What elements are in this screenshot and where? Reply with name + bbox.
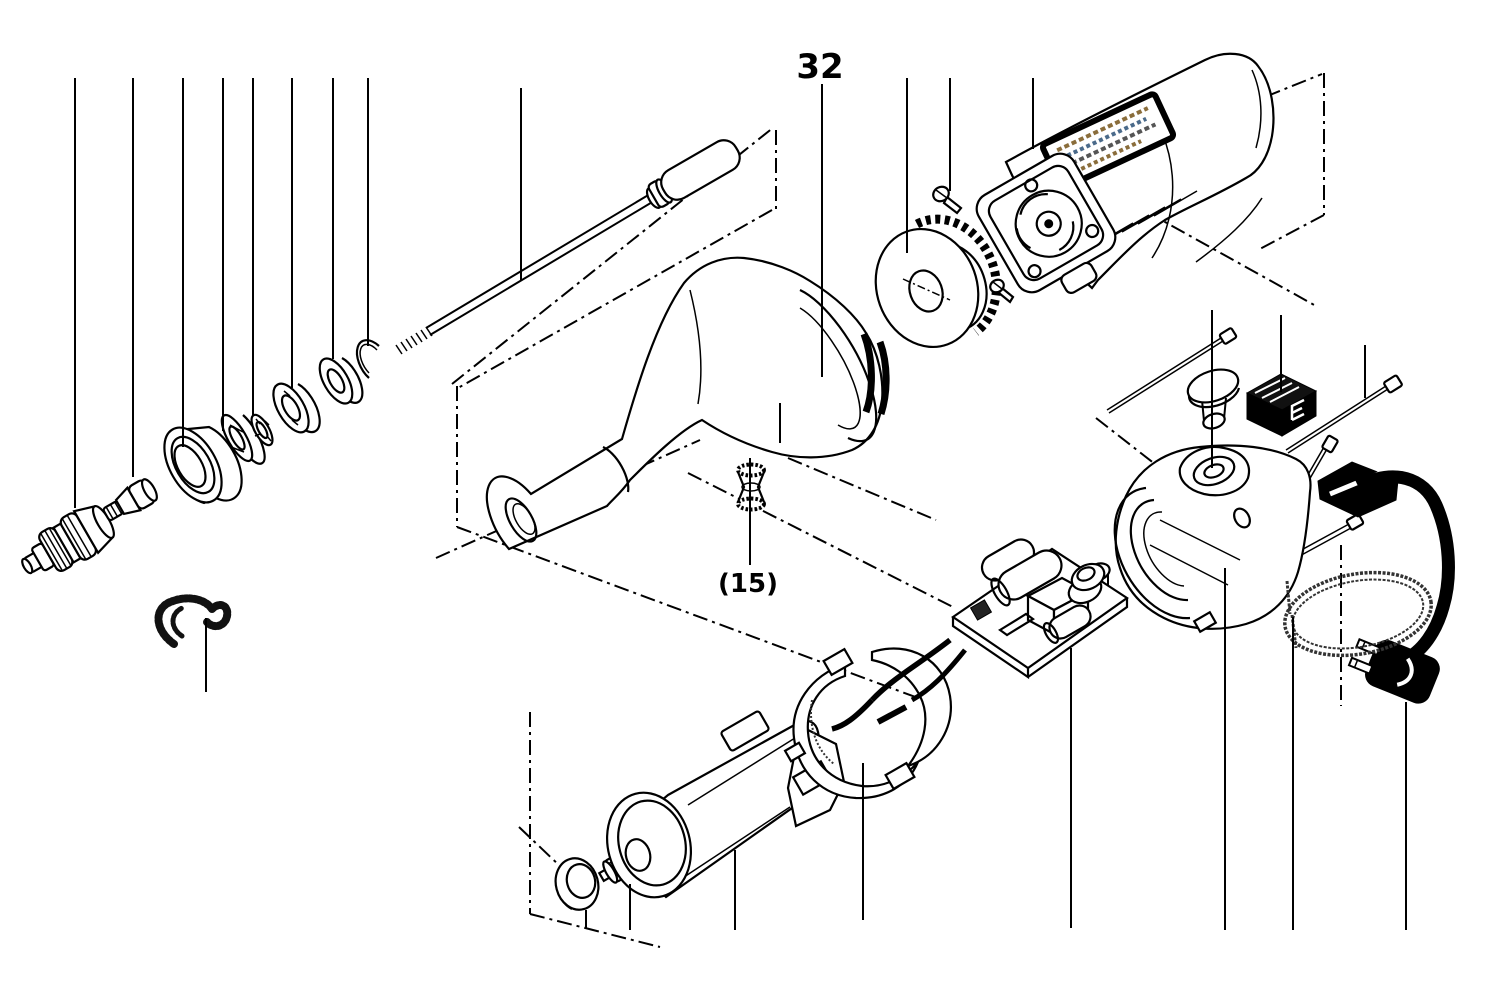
shaft-threads [395,326,433,355]
collet [102,478,158,522]
shaft-sleeve [647,139,741,208]
field-housing [1113,444,1312,634]
housing-screw-1 [1106,327,1238,414]
cooling-fan [874,214,1001,349]
callout-15-label: (15) [718,569,778,599]
motor-mount-clamshell [783,647,952,800]
housing-screw-2 [1285,374,1403,454]
power-cord [1347,470,1455,704]
rubber-grommet [554,857,600,911]
grip-housing [485,256,890,551]
flexible-shaft [395,139,741,355]
motor-housing [975,52,1275,294]
front-bearing [272,382,321,434]
cord-anchor [1317,461,1399,518]
pan-head-screw-upper [932,185,963,215]
controller-board [951,538,1129,680]
lock-washer [250,413,274,447]
rear-bearing [318,357,364,405]
chuck [21,505,115,575]
housing-front-face [975,152,1117,294]
nose-collar [163,425,243,505]
leader-lines [74,78,1407,930]
callout-32-label: 32 [796,47,843,87]
capacitor-front [990,549,1063,607]
retaining-clip [154,594,232,648]
snap-ring [355,339,380,379]
vent-slots [860,332,890,416]
pan-head-screw-lower [989,278,1015,304]
speed-dial [1067,562,1106,605]
motor-wires [831,637,967,732]
small-capacitor [1042,604,1092,644]
